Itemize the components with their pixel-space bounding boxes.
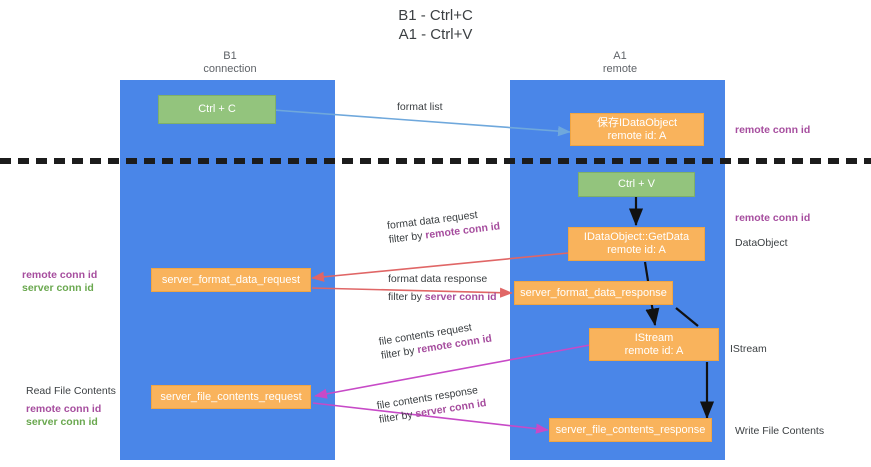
side-note-left-server-conn-id-1: server conn id xyxy=(22,282,94,294)
node-istream-label: IStream xyxy=(634,331,674,344)
column-b1-role: connection xyxy=(203,63,257,75)
node-server-file-contents-response-label: server_file_contents_response xyxy=(555,423,706,436)
node-save-idataobject[interactable]: 保存IDataObject remote id: A xyxy=(570,113,704,146)
node-save-idataobject-remote-id: remote id: A xyxy=(607,129,667,142)
arrow-format-response-to-istream xyxy=(675,307,699,327)
side-note-dataobject: DataObject xyxy=(735,237,788,249)
arrow-file-contents-request xyxy=(314,344,591,399)
title-line-2: A1 - Ctrl+V xyxy=(398,26,473,43)
node-server-file-contents-request[interactable]: server_file_contents_request xyxy=(151,385,311,409)
side-note-right-mid-remote-conn-id: remote conn id xyxy=(735,212,811,224)
side-note-left-remote-conn-id-1: remote conn id xyxy=(22,269,98,281)
node-server-format-data-request-label: server_format_data_request xyxy=(161,273,301,286)
node-server-format-data-response-label: server_format_data_response xyxy=(520,286,667,299)
edge-label-format-data-response-filter: filter by server conn id xyxy=(388,290,497,304)
node-server-format-data-response[interactable]: server_format_data_response xyxy=(514,281,673,305)
node-ctrl-v-label: Ctrl + V xyxy=(618,178,655,190)
node-ctrl-v[interactable]: Ctrl + V xyxy=(578,172,695,197)
diagram-title: B1 - Ctrl+C A1 - Ctrl+V xyxy=(0,6,871,44)
node-idataobject-getdata[interactable]: IDataObject::GetData remote id: A xyxy=(568,227,705,261)
node-server-format-data-request[interactable]: server_format_data_request xyxy=(151,268,311,292)
column-b1-name: B1 xyxy=(223,50,237,62)
node-istream[interactable]: IStream remote id: A xyxy=(589,328,719,361)
title-line-1: B1 - Ctrl+C xyxy=(398,7,473,24)
node-ctrl-c[interactable]: Ctrl + C xyxy=(158,95,276,124)
filter-value-server-conn-id: server conn id xyxy=(424,291,497,303)
node-server-file-contents-request-label: server_file_contents_request xyxy=(160,390,302,403)
arrow-format-data-request xyxy=(311,252,569,282)
arrow-format-data-response xyxy=(311,287,513,298)
arrow-format-list xyxy=(272,109,571,137)
column-a1-role: remote xyxy=(602,63,638,75)
filter-prefix: filter by xyxy=(388,291,425,303)
side-note-left-remote-conn-id-2: remote conn id xyxy=(26,403,102,415)
column-a1-name: A1 xyxy=(613,50,627,62)
node-idataobject-getdata-remote-id: remote id: A xyxy=(607,244,666,256)
node-idataobject-getdata-label: IDataObject::GetData xyxy=(583,231,690,243)
side-note-left-server-conn-id-2: server conn id xyxy=(26,416,98,428)
edge-label-format-list: format list xyxy=(397,100,443,114)
node-istream-remote-id: remote id: A xyxy=(624,344,684,357)
node-server-file-contents-response[interactable]: server_file_contents_response xyxy=(549,418,712,442)
column-header-a1: A1 remote xyxy=(540,50,700,76)
edge-label-format-list-text: format list xyxy=(397,101,443,113)
arrow-file-contents-response xyxy=(312,402,549,434)
column-header-b1: B1 connection xyxy=(150,50,310,76)
side-note-istream: IStream xyxy=(730,343,767,355)
edge-label-format-data-response: format data response filter by server co… xyxy=(388,272,497,304)
side-note-right-top-remote-conn-id: remote conn id xyxy=(735,124,811,136)
edge-label-format-data-response-text: format data response xyxy=(388,273,488,285)
side-note-write-file-contents: Write File Contents xyxy=(735,425,825,437)
node-save-idataobject-label: 保存IDataObject xyxy=(596,116,678,129)
side-note-read-file-contents: Read File Contents xyxy=(26,385,116,397)
node-ctrl-c-label: Ctrl + C xyxy=(198,103,236,115)
